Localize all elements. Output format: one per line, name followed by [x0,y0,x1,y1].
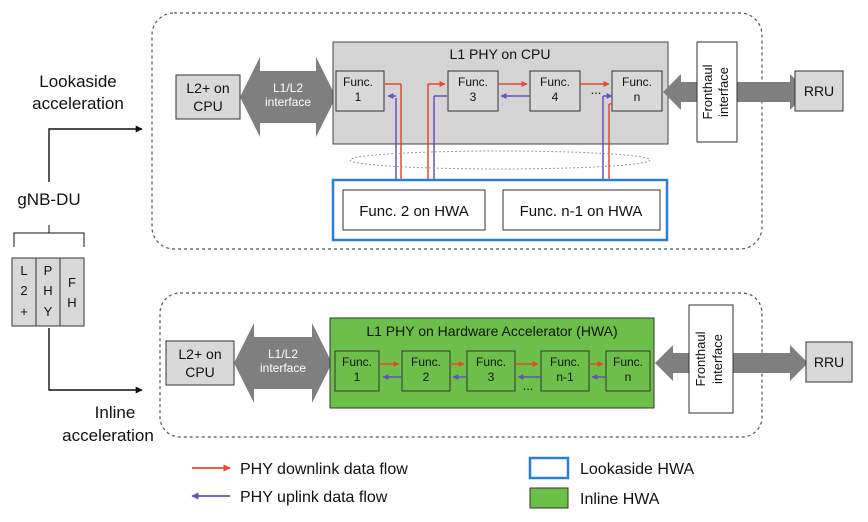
svg-text:interface: interface [716,67,731,117]
svg-text:3: 3 [470,90,477,104]
gnb-du-bracket [13,225,85,247]
lookaside-ellipsis: ... [591,82,602,97]
svg-text:RRU: RRU [804,83,834,99]
svg-text:n-1: n-1 [556,370,574,384]
svg-text:3: 3 [488,370,495,384]
svg-text:1: 1 [354,370,361,384]
inline-func-2: Func. 2 [401,350,451,392]
svg-text:Func.: Func. [476,355,506,369]
inline-ellipsis: ... [523,378,534,393]
svg-text:CPU: CPU [185,364,215,380]
inline-connector-arrow [48,328,143,394]
svg-text:n: n [625,370,632,384]
svg-text:L2+ on: L2+ on [178,346,221,362]
inline-label-line2: acceleration [62,426,154,445]
legend-lookaside-label: Lookaside HWA [580,461,694,478]
svg-text:Fronthaul: Fronthaul [693,331,708,386]
legend-uplink: PHY uplink data flow [191,489,388,506]
svg-text:interface: interface [710,334,725,384]
l1-phy-hwa-title: L1 PHY on Hardware Accelerator (HWA) [366,323,617,339]
svg-text:Func.: Func. [458,75,488,89]
legend-lookaside-hwa: Lookaside HWA [528,456,694,480]
svg-text:Func.: Func. [550,355,580,369]
svg-text:Func. n-1 on HWA: Func. n-1 on HWA [520,203,643,220]
stack-fh-char2: H [67,295,76,310]
stack-phy-char3: Y [44,304,53,319]
lookaside-connector-arrow [48,125,143,182]
inline-panel [159,292,763,438]
stack-l2-char1: L [20,263,27,278]
lookaside-rru: RRU [794,70,844,112]
lookaside-label-line1: Lookaside [39,72,117,91]
legend-lookaside-swatch [528,456,570,480]
inline-func-n1: Func. n-1 [540,350,590,392]
lookaside-l2-cpu-block: L2+ on CPU [175,74,241,120]
l1-phy-cpu-title: L1 PHY on CPU [450,46,551,62]
stack-fh-char1: F [68,275,76,290]
lookaside-link-ellipse [349,150,651,170]
legend-uplink-label: PHY uplink data flow [240,489,388,506]
lookaside-l2-cpu-line1: L2+ on [186,80,229,96]
gnb-du-protocol-stack: L 2 + P H Y F H [11,257,85,327]
svg-text:RRU: RRU [814,354,844,370]
svg-text:Func.: Func. [343,75,373,89]
inline-func-1: Func. 1 [334,350,380,392]
svg-text:2: 2 [423,370,430,384]
stack-phy-char2: H [43,283,52,298]
gnb-du-label: gNB-DU [17,190,80,209]
lookaside-panel [151,12,763,250]
stack-l2-char2: 2 [20,283,27,298]
lookaside-func-1: Func. 1 [335,70,385,112]
lookaside-l2-cpu-line2: CPU [193,98,223,114]
svg-text:n: n [634,90,641,104]
inline-func-n: Func. n [605,350,651,392]
svg-text:Func.: Func. [613,355,643,369]
legend-inline-hwa: Inline HWA [529,487,660,509]
stack-phy-char1: P [44,263,53,278]
lookaside-label-line2: acceleration [32,94,124,113]
inline-rru: RRU [805,341,853,383]
lookaside-func-4: Func. 4 [529,70,581,112]
svg-text:Func.: Func. [411,355,441,369]
stack-l2-char3: + [20,304,28,319]
inline-fronthaul-interface: Fronthaul interface [688,304,734,414]
inline-func-3: Func. 3 [466,350,516,392]
svg-text:4: 4 [552,90,559,104]
svg-text:Func.: Func. [540,75,570,89]
legend-inline-label: Inline HWA [580,491,660,508]
lookaside-func-3: Func. 3 [447,70,499,112]
svg-text:Fronthaul: Fronthaul [700,64,715,119]
svg-text:Func.: Func. [622,75,652,89]
svg-text:interface: interface [260,361,306,375]
svg-text:Func.: Func. [342,355,372,369]
lookaside-l1l2-interface-arrow: L1/L2 interface [240,57,336,137]
lookaside-func-n1-hwa: Func. n-1 on HWA [502,189,661,231]
legend-downlink: PHY downlink data flow [192,461,408,478]
lookaside-l1l2-line1: L1/L2 [273,81,303,95]
legend-downlink-label: PHY downlink data flow [240,461,408,478]
lookaside-func-n: Func. n [611,70,663,112]
inline-l1l2-interface-arrow: L1/L2 interface [234,323,332,403]
inline-label-line1: Inline [95,403,136,422]
svg-text:L1/L2: L1/L2 [268,347,298,361]
svg-text:1: 1 [355,90,362,104]
inline-flows [380,361,606,380]
lookaside-func-2-hwa: Func. 2 on HWA [342,189,486,231]
svg-text:Func. 2 on HWA: Func. 2 on HWA [359,203,468,220]
lookaside-fronthaul-interface: Fronthaul interface [696,41,738,143]
lookaside-l1l2-line2: interface [265,95,311,109]
legend-inline-swatch [529,487,569,509]
inline-l2-cpu-block: L2+ on CPU [165,340,235,386]
